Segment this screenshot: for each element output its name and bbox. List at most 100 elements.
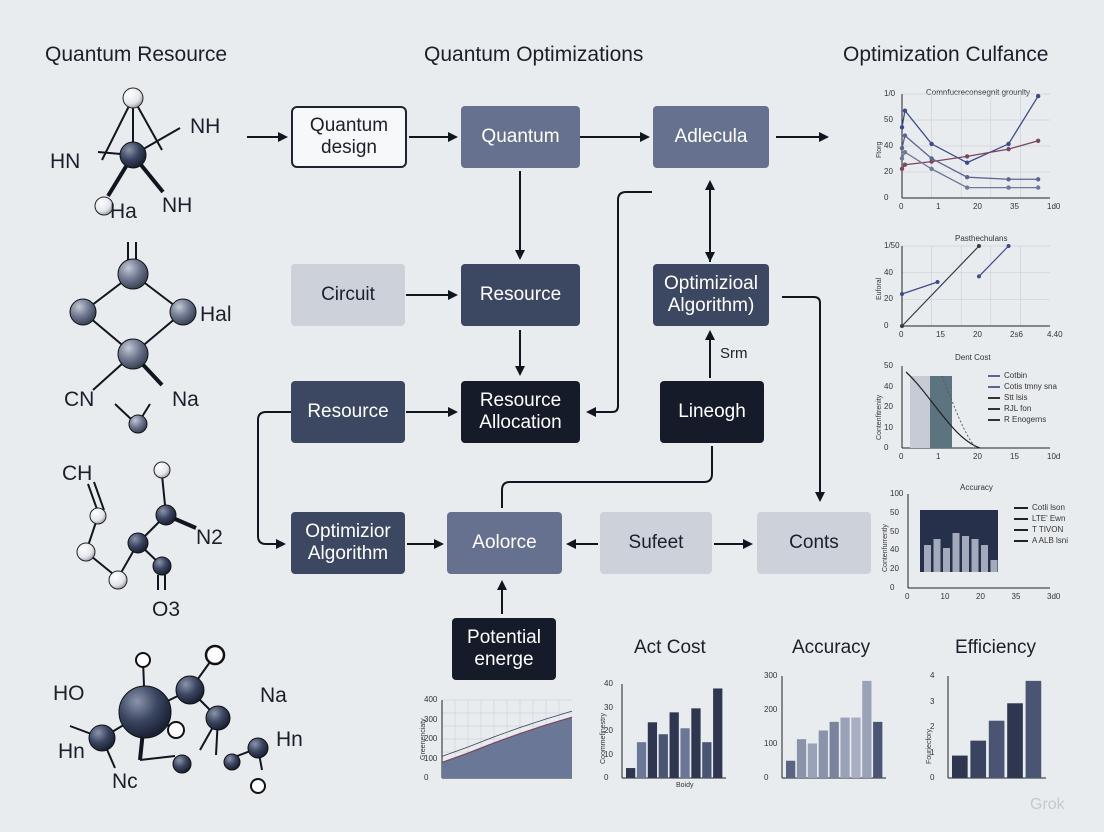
side-chart-3-legend-label: Cotis tmny sna [1004,382,1057,391]
bottom-chart-2-bar [647,722,658,778]
side-chart-1-point [929,141,934,147]
bottom-chart-1-line [441,716,573,763]
side-chart-1-point [1006,141,1011,147]
bottom-chart-3-bar [873,721,883,778]
bottom-chart-4-bar [1007,703,1023,778]
side-chart-4-y-tick: 100 [890,489,904,498]
side-chart-1-point [929,156,934,161]
side-chart-1-point [964,154,970,159]
side-chart-2-point [976,244,981,248]
bottom-chart-3-y-tick: 300 [764,671,778,680]
bottom-chart-1-line-upper [441,710,573,757]
side-chart-1-x-tick: 1 [936,202,941,211]
bottom-chart-3-y-tick: 200 [764,705,778,714]
bottom-chart-4-bar [988,720,1005,778]
bottom-chart-2-y-tick: 40 [604,679,613,688]
side-chart-2-series-line [901,281,938,295]
atom-label: NH [162,194,193,217]
side-chart-2-series-line [978,245,1009,277]
bottom-chart-2-bar [702,742,712,778]
box-sufeet: Sufeet [600,512,712,574]
side-chart-4-y-tick: 40 [890,545,899,555]
side-chart-1-point [1035,138,1041,143]
molecule-4 [69,644,269,794]
side-chart-2-y-tick: 1/50 [884,241,900,250]
atom-label: NH [190,115,221,138]
side-chart-1-point [899,125,905,130]
box-optimizior-algorithm: Optimizior Algorithm [291,512,405,574]
arrow-allocation-to-adlecula [590,191,652,413]
side-chart-4-bar [981,545,988,572]
molecule-2 [69,242,197,434]
box-resource-allocation: Resource Allocation [461,381,580,443]
side-chart-3-title: Dent Cost [955,353,991,362]
atom-label: Hn [58,740,85,763]
bottom-chart-2-y-tick: 20 [604,726,613,735]
side-chart-1-ylabel: Ftorg [876,141,883,158]
side-chart-1-point [902,162,908,167]
side-chart-4-legend-label: A ALB lsni [1032,536,1069,545]
bottom-chart-1-y-tick: 200 [424,734,438,743]
side-chart-1-point [964,175,970,180]
atom-label: O3 [152,598,181,621]
side-chart-1-point [1035,185,1041,190]
side-chart-4-x-tick: 0 [905,592,910,601]
bottom-chart-4-ylabel: Fouriecfory [926,728,933,764]
side-chart-1-x-tick: 0 [899,202,904,211]
atom-label: CN [64,388,95,411]
grok-watermark: Grok [1030,796,1065,813]
bottom-chart-3-bar [862,680,872,778]
side-chart-3-legend-label: Stt lsis [1004,393,1028,402]
side-chart-2-x-tick: 15 [936,330,945,339]
atom-label: HN [50,150,81,173]
side-chart-2-x-tick: 0 [899,330,904,339]
atom-label: Ha [110,200,137,223]
bottom-chart-2-bar [713,688,723,778]
side-chart-2-y-tick: 0 [884,321,889,330]
box-conts: Conts [757,512,871,574]
side-chart-2-y-tick: 20 [884,294,893,304]
side-chart-3-ylabel: Contenfitrenity [876,394,883,440]
box-aolorce: Aolorce [447,512,562,574]
side-chart-3-dashed [941,375,977,449]
bottom-chart-4-bar [1025,680,1042,778]
header-quantum-resource: Quantum Resource [45,43,228,66]
side-chart-1-point [899,166,905,172]
bottom-chart-4-y-tick: 2 [930,722,935,731]
side-chart-1-point [902,150,908,155]
side-chart-3-y-tick: 10 [884,422,893,432]
side-chart-3-y-tick: 40 [884,381,893,391]
side-chart-3-x-tick: 15 [1010,452,1019,461]
box-quantum-design: Quantum design [291,106,407,168]
side-chart-2-ylabel: Euforal [876,277,883,300]
side-chart-2-point [900,292,904,296]
atom-label: N2 [196,526,223,549]
bottom-chart-4-bar [952,755,968,778]
side-chart-1-point [899,145,905,151]
arrow-label-srm: Srm [720,345,748,362]
side-chart-4-ylabel: Contenfurrently [882,524,889,572]
side-chart-4-x-tick: 3d0 [1047,592,1061,601]
side-chart-2-x-tick: 4.40 [1047,330,1063,339]
side-chart-4-legend-label: LTE' Ewn [1032,514,1066,523]
side-chart-4-bar [990,560,998,572]
side-chart-1-series-line [901,134,1039,180]
side-chart-2-title: Pasthechulans [955,234,1008,243]
side-chart-2-point [900,324,904,328]
side-chart-4-legend-label: Cotli lson [1032,503,1065,512]
side-chart-1-point [929,166,934,172]
side-chart-1-point [902,108,908,113]
side-chart-2-point [935,280,940,284]
bottom-chart-4-y-tick: 0 [930,773,935,782]
side-chart-1-title: Comnfucreconsegnit grounlty [926,88,1031,97]
side-chart-2-y-tick: 40 [884,267,893,277]
header-quantum-optimizations: Quantum Optimizations [424,43,644,66]
side-chart-1-point [1006,185,1011,190]
side-chart-3-y-tick: 20 [884,402,893,411]
bottom-chart-1-y-tick: 100 [424,753,438,763]
side-chart-3-x-tick: 10d [1047,452,1061,461]
molecule-3 [76,461,197,590]
side-chart-2-series-line [901,245,980,327]
side-chart-3-band-dark [930,376,952,448]
